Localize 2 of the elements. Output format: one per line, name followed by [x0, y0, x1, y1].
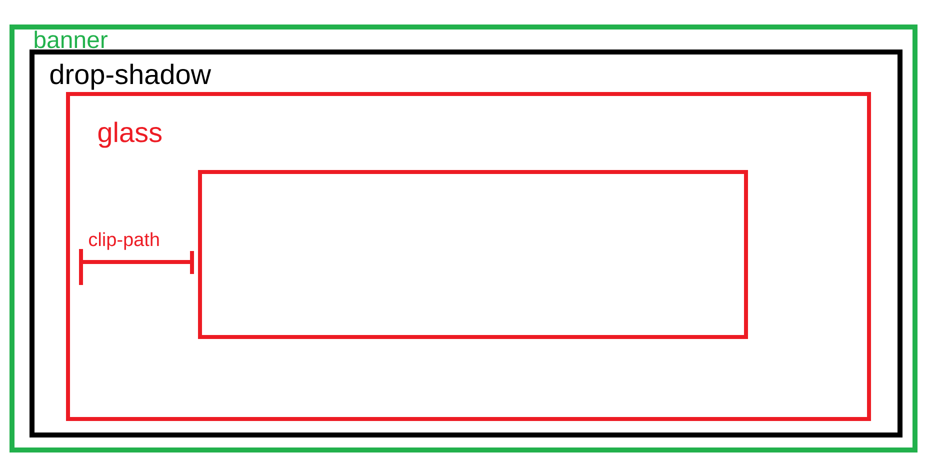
- content-box: [198, 170, 748, 339]
- dimension-label: clip-path: [89, 232, 159, 250]
